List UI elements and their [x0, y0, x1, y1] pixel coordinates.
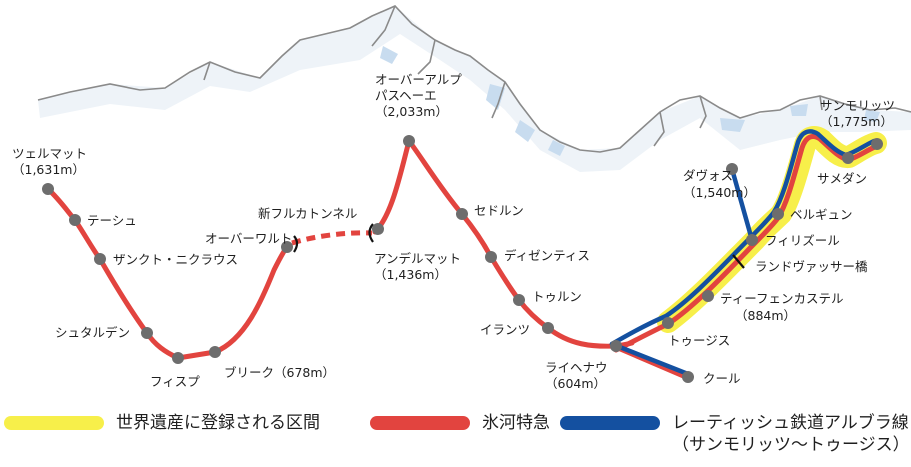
station-dot-filisur[interactable]	[746, 234, 758, 246]
mountain-slope-line	[699, 95, 707, 129]
station-dot-disentis[interactable]	[485, 251, 497, 263]
station-dot-chur[interactable]	[682, 371, 694, 383]
station-dot-andermatt[interactable]	[372, 223, 384, 235]
legend-sublabel-rhb-albula: （サンモリッツ〜トゥージス）	[672, 435, 910, 455]
legend-text-rhb-albula: レーティッシュ鉄道アルブラ線 （サンモリッツ〜トゥージス）	[672, 412, 910, 456]
mountain-slope-line	[203, 61, 211, 81]
station-dot-ilanz[interactable]	[542, 322, 554, 334]
rhb-chur-branch	[609, 341, 691, 377]
station-dot-trun[interactable]	[513, 294, 525, 306]
legend-item-heritage: 世界遺産に登録される区間	[4, 412, 320, 434]
station-label-brig: ブリーク（678m）	[224, 365, 335, 380]
legend: 世界遺産に登録される区間 氷河特急 レーティッシュ鉄道アルブラ線 （サンモリッツ…	[0, 412, 911, 467]
station-label-st-niklaus: ザンクト・ニクラウス	[113, 252, 238, 267]
station-dot-st-moritz[interactable]	[871, 138, 883, 150]
landwasser-viaduct-mark	[732, 254, 745, 269]
station-dot-zermatt[interactable]	[42, 183, 54, 195]
legend-label-rhb-albula: レーティッシュ鉄道アルブラ線	[672, 413, 909, 433]
station-label-new-furka-tunnel: 新フルカトンネル	[258, 206, 357, 221]
mountain-slope-line	[417, 39, 436, 75]
station-label-tiefencastel: ティーフェンカステル（884m）	[720, 291, 844, 323]
legend-swatch-glacier-express	[370, 416, 470, 430]
station-label-disentis: ディゼンティス	[504, 248, 590, 263]
station-label-sedrun: セドルン	[474, 203, 524, 218]
station-label-oberalp: オーバーアルプパスヘーエ（2,033m）	[375, 72, 462, 119]
glacier-patch	[515, 120, 535, 142]
glacier-express-route	[372, 138, 635, 349]
rhb-albula-route	[609, 129, 877, 347]
station-label-ilanz: イランツ	[480, 322, 530, 337]
station-label-landwasser: ランドヴァッサー橋	[755, 259, 868, 274]
legend-swatch-heritage	[4, 416, 104, 430]
mountain-slope-line	[371, 5, 396, 47]
station-dot-tiefencastel[interactable]	[702, 290, 714, 302]
station-label-zermatt: ツェルマット（1,631m）	[12, 146, 87, 177]
station-dot-thusis[interactable]	[662, 317, 674, 329]
legend-swatch-rhb-albula	[560, 416, 660, 430]
rhb-davos-branch	[729, 166, 755, 243]
station-label-stalden: シュタルデン	[55, 325, 130, 340]
station-label-filisur: フィリズール	[765, 233, 840, 248]
station-dot-davos[interactable]	[726, 163, 738, 175]
station-label-trun: トゥルン	[532, 289, 582, 304]
station-dot-sedrun[interactable]	[456, 208, 468, 220]
station-label-visp: フィスプ	[150, 374, 200, 389]
station-dot-st-niklaus[interactable]	[94, 253, 106, 265]
station-dot-samedan[interactable]	[842, 152, 854, 164]
station-label-bergun: ベルギュン	[790, 207, 853, 222]
mountain-backdrop	[37, 5, 911, 172]
station-dot-oberwald[interactable]	[281, 241, 293, 253]
mountain-slope-line	[819, 95, 823, 111]
station-dot-stalden[interactable]	[141, 327, 153, 339]
glacier-patch	[548, 140, 565, 156]
station-label-tasch: テーシュ	[87, 213, 137, 228]
station-label-chur: クール	[703, 371, 741, 386]
station-label-thusis: トゥージス	[668, 333, 730, 348]
station-labels: ツェルマット（1,631m） テーシュ ザンクト・ニクラウス シュタルデン フィ…	[12, 72, 895, 391]
station-dot-bergun[interactable]	[772, 208, 784, 220]
tunnel-portal-mark	[368, 223, 374, 243]
station-dot-tasch[interactable]	[69, 214, 81, 226]
glacier-patch	[380, 46, 398, 64]
station-dot-visp[interactable]	[172, 352, 184, 364]
station-label-reichenau: ライヘナウ（604m）	[545, 360, 608, 391]
new-furka-tunnel-segment	[291, 230, 373, 246]
station-dots	[42, 135, 883, 383]
station-dot-brig[interactable]	[209, 346, 221, 358]
station-label-oberwald: オーバーワルト	[205, 231, 292, 246]
station-label-samedan: サメダン	[817, 171, 867, 186]
station-dot-oberalp[interactable]	[403, 135, 415, 147]
glacier-patch	[864, 110, 880, 122]
glacier-patch	[486, 84, 505, 110]
station-label-andermatt: アンデルマット（1,436m）	[374, 251, 461, 282]
legend-label-glacier-express: 氷河特急	[482, 413, 550, 433]
glacier-patch	[790, 104, 808, 116]
glacier-patch	[720, 118, 745, 132]
station-dot-reichenau[interactable]	[610, 340, 622, 352]
mountain-slope-line	[491, 81, 506, 119]
station-label-st-moritz: サンモリッツ（1,775m）	[820, 98, 895, 129]
legend-label-heritage: 世界遺産に登録される区間	[116, 413, 320, 433]
tunnel-portal-mark	[293, 235, 299, 253]
mountain-slope-line	[653, 111, 665, 147]
mountain-snowfield	[38, 6, 911, 172]
legend-item-glacier-express: 氷河特急	[370, 412, 550, 434]
station-label-davos: ダヴォス（1,540m）	[683, 168, 756, 200]
legend-item-rhb-albula: レーティッシュ鉄道アルブラ線 （サンモリッツ〜トゥージス）	[560, 412, 910, 456]
